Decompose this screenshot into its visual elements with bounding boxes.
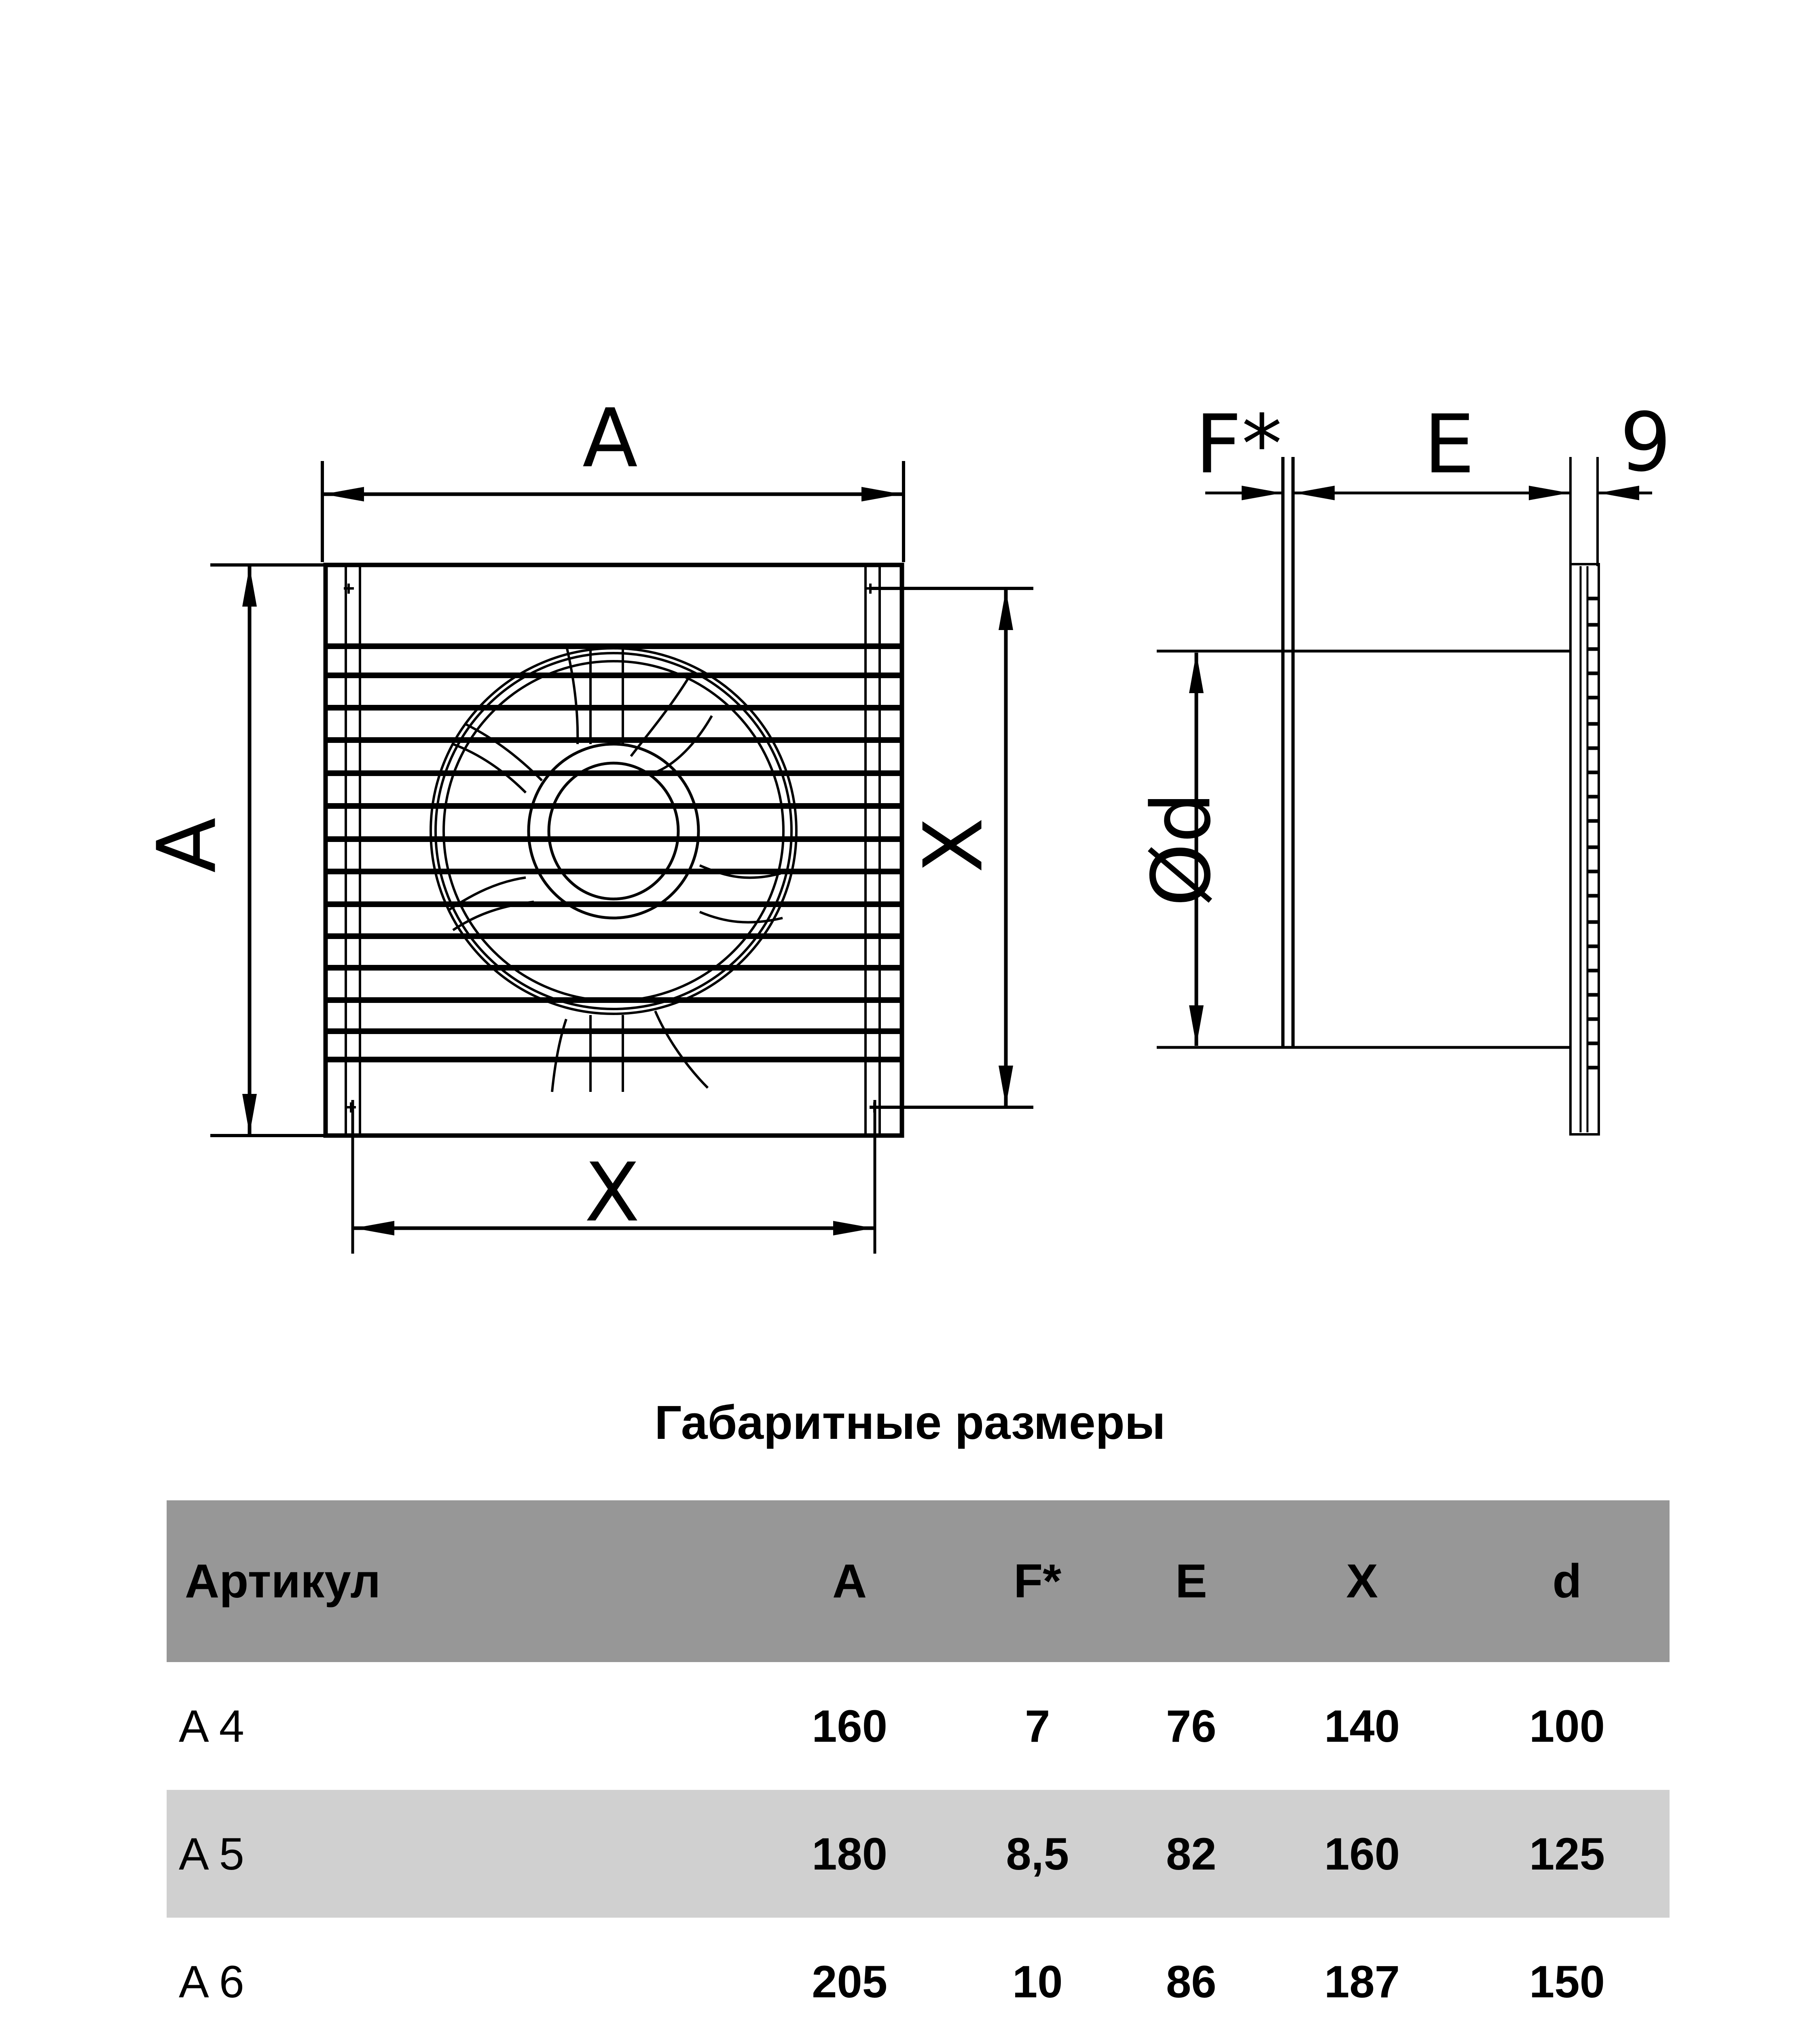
table-row: A 5 180 8,5 82 160 125	[167, 1790, 1670, 1918]
table-row: A 6 205 10 86 187 150	[167, 1918, 1670, 2022]
dim-label-x-bottom: X	[584, 1146, 640, 1240]
cell-e: 82	[1123, 1790, 1260, 1918]
table-title: Габаритные размеры	[654, 1396, 1166, 1449]
cell-d: 150	[1529, 1956, 1605, 2007]
header-e: E	[1123, 1500, 1260, 1662]
cell-x: 160	[1259, 1790, 1465, 1918]
table-row: A 4 160 7 76 140 100	[167, 1662, 1670, 1790]
cell-f: 8,5	[952, 1790, 1123, 1918]
header-x: X	[1259, 1500, 1465, 1662]
dim-label-a-left: A	[140, 817, 235, 873]
dim-label-x-right: X	[906, 817, 1001, 873]
dim-label-diameter: Ød	[1134, 791, 1229, 907]
cell-a: 160	[812, 1701, 888, 1751]
cell-article: A 5	[167, 1790, 747, 1918]
cell-a: 180	[747, 1790, 952, 1918]
side-view	[1157, 457, 1652, 1136]
header-article: Артикул	[167, 1500, 747, 1662]
dimensions-table: Артикул A F* E X d A 4 160 7 76 140 100 …	[167, 1500, 1670, 2022]
cell-f: 10	[1012, 1956, 1063, 2007]
header-d: d	[1464, 1500, 1670, 1662]
fan-dimension-drawing	[210, 457, 1652, 1254]
cell-article: A 6	[179, 1956, 244, 2007]
dim-label-9: 9	[1620, 396, 1672, 490]
cell-x: 187	[1324, 1956, 1400, 2007]
table-header-row: Артикул A F* E X d	[167, 1500, 1670, 1662]
cell-d: 100	[1529, 1701, 1605, 1751]
dim-label-a-top: A	[582, 391, 638, 486]
cell-article: A 4	[179, 1701, 244, 1751]
dim-label-f: F*	[1195, 398, 1282, 492]
cell-x: 140	[1324, 1701, 1400, 1751]
cell-d: 125	[1464, 1790, 1670, 1918]
header-a: A	[747, 1500, 952, 1662]
header-f: F*	[952, 1500, 1123, 1662]
cell-e: 86	[1166, 1956, 1217, 2007]
cell-a: 205	[812, 1956, 888, 2007]
front-view	[210, 461, 1033, 1254]
dim-label-e: E	[1424, 398, 1475, 492]
cell-e: 76	[1166, 1701, 1217, 1751]
cell-f: 7	[1025, 1701, 1050, 1751]
